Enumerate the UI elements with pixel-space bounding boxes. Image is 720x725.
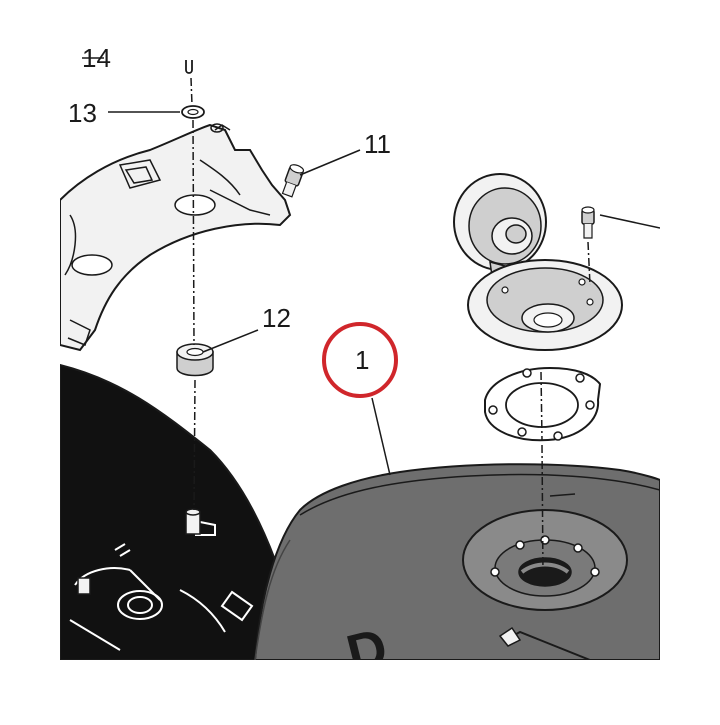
assembly-axes	[190, 77, 591, 576]
leader-screw-right	[599, 214, 660, 229]
callout-label-14: 14	[82, 43, 111, 73]
upper-bracket-details	[64, 123, 271, 346]
screw-11	[281, 164, 305, 198]
upper-bracket	[60, 123, 292, 352]
callout-label-13: 13	[68, 98, 97, 128]
frame-dark-region	[60, 363, 301, 660]
mount-post	[77, 508, 201, 595]
fuel-tank-edge	[254, 539, 291, 660]
filler-recess	[462, 509, 628, 611]
washer-13-hole	[187, 108, 199, 116]
filler-cap-assembly	[453, 173, 623, 351]
screw-right	[581, 206, 595, 239]
callout-label-1: 1	[355, 345, 369, 375]
grommet-12	[176, 343, 214, 377]
highlight-ring	[322, 322, 398, 398]
fuel-tank-top-line	[299, 473, 660, 516]
breather-fitting	[498, 626, 522, 647]
diagram-art: D	[60, 60, 660, 660]
frame-light-edge	[60, 358, 284, 556]
frame-details	[69, 519, 254, 651]
tank-mark	[549, 493, 576, 497]
callout-label-12: 12	[262, 303, 291, 333]
callout-leaders	[82, 57, 391, 476]
callout-label-11: 11	[364, 129, 391, 159]
gasket	[484, 366, 602, 442]
part-14-tip	[185, 60, 193, 74]
